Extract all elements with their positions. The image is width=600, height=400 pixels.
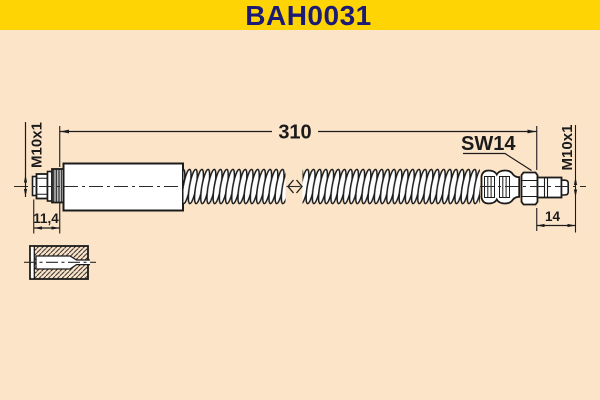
hose-coil-right-section — [302, 167, 480, 206]
dim-11-4-label: 11,4 — [33, 211, 59, 226]
hose-coil-left-section — [183, 167, 286, 206]
dim-310-label: 310 — [278, 122, 311, 144]
part-number-title: BAH0031 — [245, 0, 372, 31]
thread-runout-lines — [543, 177, 549, 198]
thread-tip — [560, 179, 569, 196]
corrugated-hose — [183, 167, 480, 206]
knurl-ribs — [52, 169, 62, 202]
dim-14-label: 14 — [545, 209, 561, 224]
right-thread-label: M10x1 — [559, 125, 576, 171]
hex-wrench-size-label: SW14 — [461, 133, 516, 155]
hex-nut — [520, 171, 539, 206]
sw14-leader-line — [463, 152, 532, 172]
thread-cylinder — [536, 176, 563, 199]
right-fitting — [480, 169, 569, 206]
left-thread-label: M10x1 — [29, 122, 46, 168]
detail-section-view — [24, 245, 96, 280]
header-banner: BAH0031 — [0, 0, 600, 31]
dimension-arrows — [23, 129, 578, 230]
